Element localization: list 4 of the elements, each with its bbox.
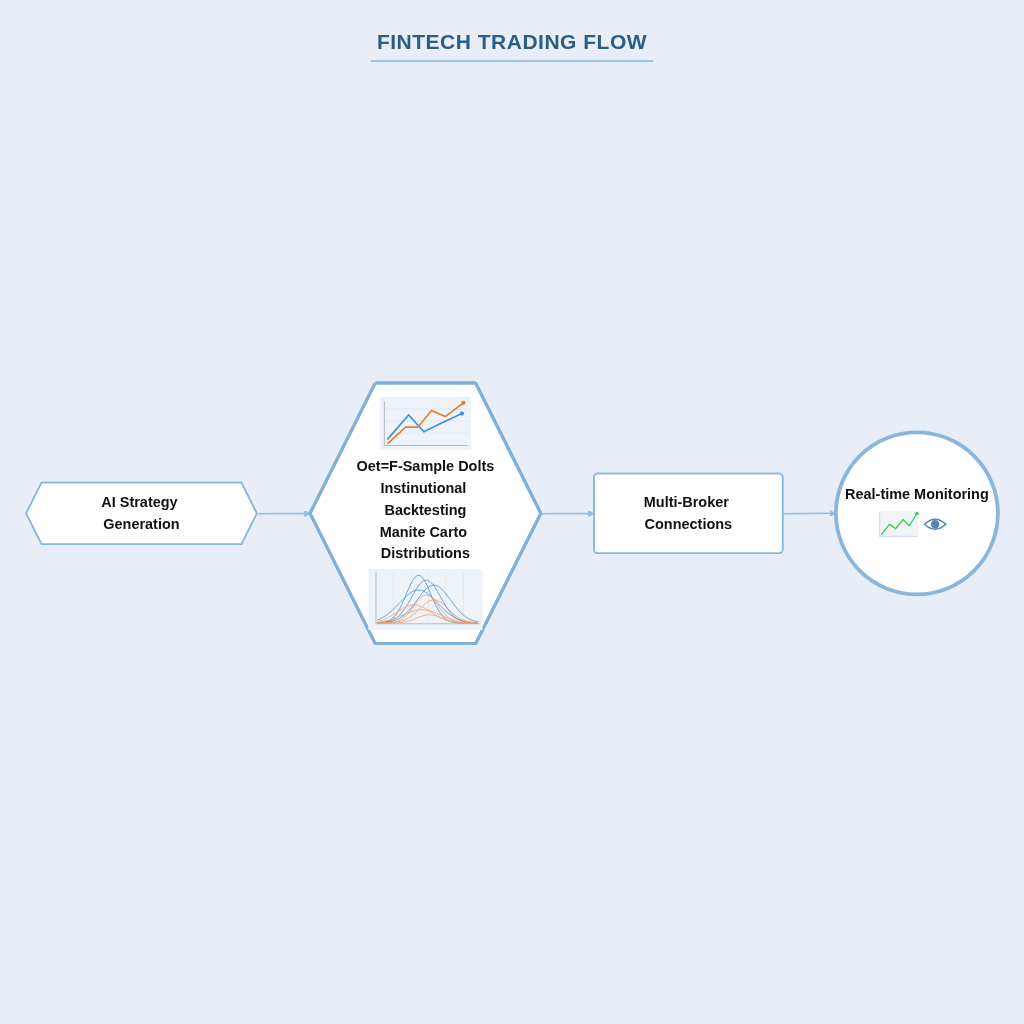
arrow — [540, 509, 595, 517]
node-circle: Real-time Monitoring — [834, 430, 1000, 596]
arrow — [256, 509, 311, 517]
diagram-title: FINTECH TRADING FLOW — [370, 30, 654, 62]
